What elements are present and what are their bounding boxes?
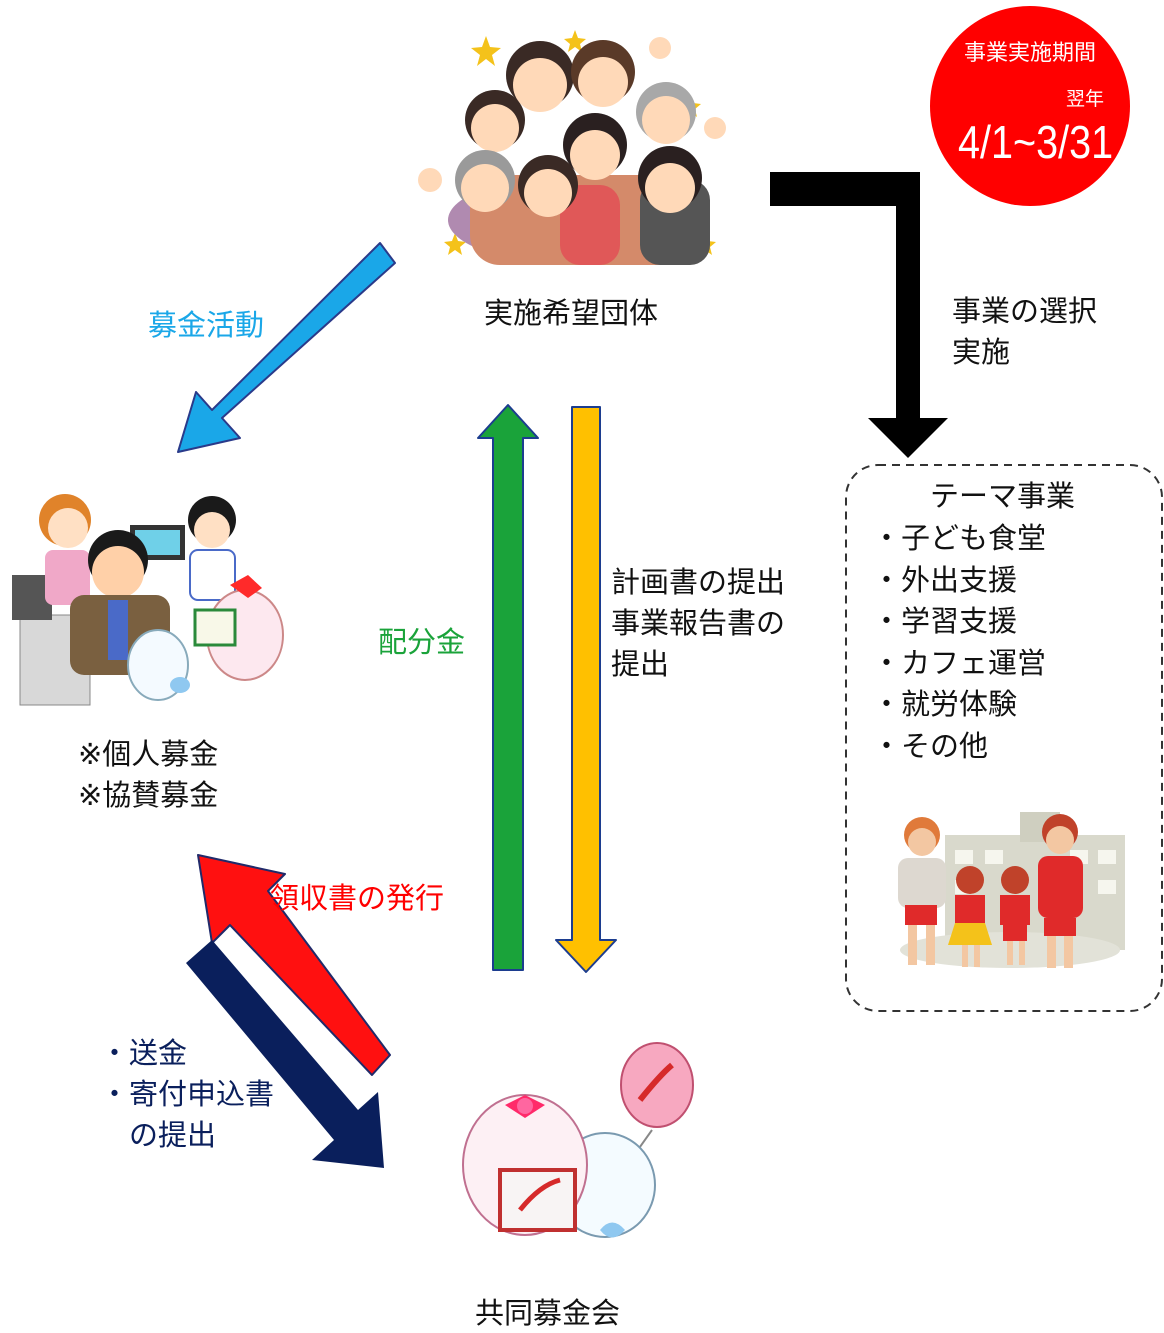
distribution-arrow [477, 404, 539, 971]
theme-item: ・就労体験 [872, 687, 1018, 721]
reports-label-line3: 提出 [611, 647, 670, 681]
distribution-label: 配分金 [378, 625, 466, 659]
period-badge-range: 4/1~3/31 [958, 116, 1114, 168]
period-badge-sub: 翌年 [1065, 89, 1104, 110]
period-badge-circle [930, 6, 1130, 206]
mascots-illustration [462, 1042, 694, 1238]
donor-sponsor-label: ※協賛募金 [78, 778, 219, 812]
receipt-label: 領収書の発行 [270, 881, 445, 915]
community-chest-label: 共同募金会 [475, 1296, 621, 1330]
selection-arrow [770, 172, 948, 458]
theme-list: ・子ども食堂 ・外出支援 ・学習支援 ・カフェ運営 ・就労体験 ・その他 [872, 518, 1046, 767]
office-donors-illustration [12, 494, 284, 706]
remittance-label-line3: の提出 [100, 1118, 217, 1152]
fundraising-label: 募金活動 [148, 308, 265, 342]
theme-item: ・その他 [872, 728, 989, 763]
theme-item: ・子ども食堂 [872, 521, 1047, 555]
cheering-group-illustration [418, 30, 726, 265]
remittance-label-line1: ・送金 [100, 1036, 188, 1070]
reports-label-line1: 計画書の提出 [611, 565, 786, 599]
theme-box-title: テーマ事業 [930, 479, 1076, 513]
applicant-group-label: 実施希望団体 [484, 296, 659, 330]
theme-item: ・外出支援 [872, 562, 1018, 597]
donor-individual-label: ※個人募金 [78, 737, 219, 771]
period-badge-title: 事業実施期間 [963, 40, 1096, 65]
selection-label-line1: 事業の選択 [952, 294, 1098, 328]
reports-arrow [555, 406, 617, 973]
remittance-label-line2: ・寄付申込書 [100, 1077, 275, 1111]
children-school-illustration [898, 812, 1125, 968]
theme-box-border [845, 464, 1163, 1012]
theme-item: ・学習支援 [872, 604, 1018, 638]
receipt-arrow [197, 854, 391, 1076]
reports-label-line2: 事業報告書の [611, 606, 786, 640]
theme-item: ・カフェ運営 [872, 645, 1047, 680]
remittance-arrow [186, 940, 384, 1168]
selection-label-line2: 実施 [952, 335, 1011, 369]
fundraising-arrow [177, 242, 396, 453]
